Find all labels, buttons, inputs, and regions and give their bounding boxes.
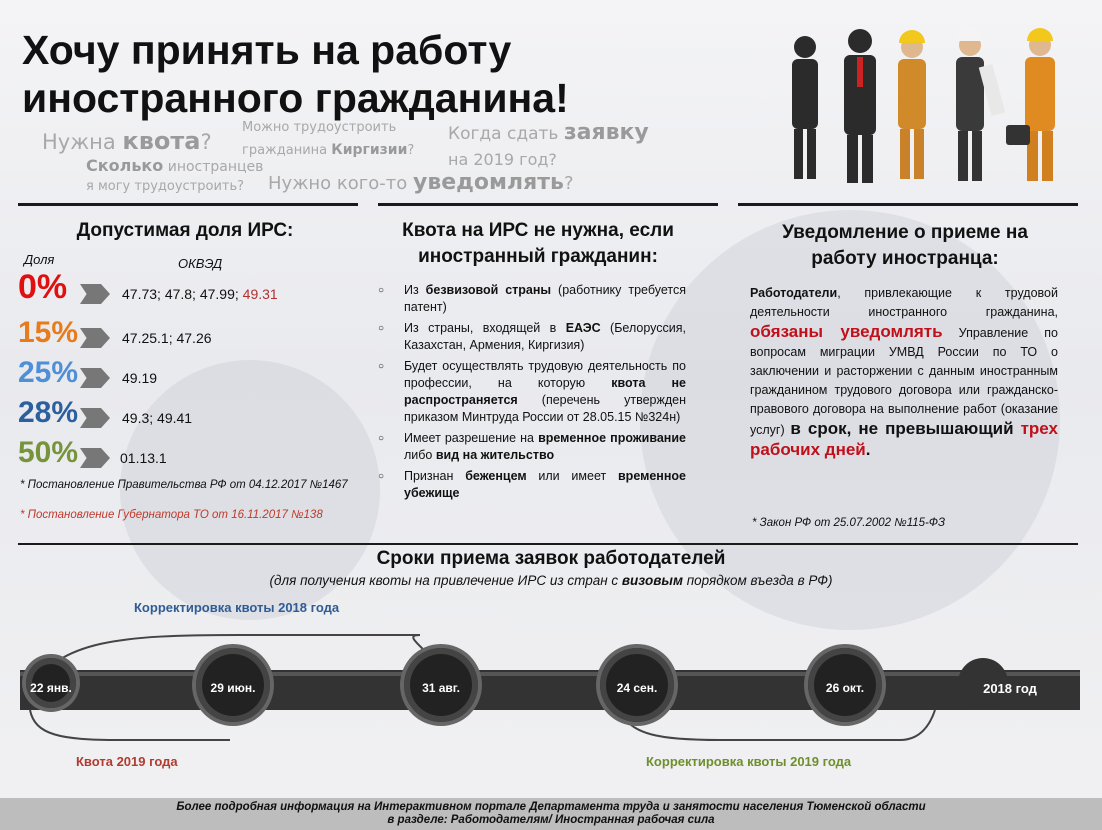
timeline-title: Сроки приема заявок работодателей [376, 548, 726, 569]
timeline-date: 2018 год [983, 681, 1037, 696]
title-line-1: Хочу принять на работу [22, 27, 512, 73]
no-quota-title: Квота на ИРС не нужна, если иностранный … [378, 218, 698, 270]
brace-bottom-left [29, 709, 230, 741]
list-item: Будет осуществлять трудовую деятельность… [378, 358, 686, 426]
header-divider-3 [738, 203, 1078, 206]
notification-title-line1: Уведомление о приеме на [782, 222, 1028, 243]
timeline-node [196, 648, 270, 722]
share-percent: 15% [18, 316, 79, 349]
workers-image [792, 28, 1055, 183]
notification-title: Уведомление о приеме на работу иностранц… [745, 220, 1065, 272]
arrow-right-icon [80, 284, 110, 304]
notification-title-line2: работу иностранца: [811, 248, 999, 269]
arrow-right-icon [80, 448, 110, 468]
share-percent: 25% [18, 356, 79, 389]
share-header: Доля [24, 252, 55, 267]
okved-codes: 49.3; 49.41 [122, 410, 193, 426]
timeline-subtitle: (для получения квоты на привлечение ИРС … [269, 573, 833, 588]
timeline-divider [18, 543, 1078, 545]
brace-bottom-left-label: Квота 2019 года [76, 754, 178, 769]
brace-bottom-right-label: Корректировка квоты 2019 года [646, 754, 852, 769]
timeline-date: 24 сен. [616, 681, 658, 695]
arrow-right-icon [80, 328, 110, 348]
cloud-q3b: гражданина Киргизии? [242, 142, 415, 158]
note-governor: * Постановление Губернатора ТО от 16.11.… [20, 509, 323, 521]
share-percent: 50% [18, 436, 79, 469]
timeline-node [958, 658, 1008, 708]
arrow-right-icon [80, 368, 110, 388]
list-item: Имеет разрешение на временное проживание… [378, 430, 686, 464]
share-percent: 28% [18, 396, 79, 429]
cloud-q4b: на 2019 год? [448, 150, 557, 169]
no-quota-title-line2: иностранный гражданин: [418, 246, 658, 267]
okved-codes: 49.19 [122, 370, 158, 386]
arrow-right-icon [80, 408, 110, 428]
no-quota-list: Из безвизовой страны (работнику требуетс… [378, 282, 686, 506]
globe-background [640, 210, 1060, 630]
timeline-date: 29 июн. [210, 681, 256, 695]
brace-top-label: Корректировка квоты 2018 года [134, 600, 340, 615]
list-item: Из безвизовой страны (работнику требуетс… [378, 282, 686, 316]
silhouette-background [120, 360, 380, 620]
footer-line-2: в разделе: Работодателям/ Иностранная ра… [387, 814, 715, 826]
timeline-graphic [20, 634, 1080, 741]
timeline-node [26, 658, 76, 708]
cloud-q3: Можно трудоустроить [242, 120, 397, 135]
footer-bar: Более подробная информация на Интерактив… [0, 798, 1102, 830]
list-item: Признан беженцем или имеет временное убе… [378, 468, 686, 502]
title-line-2: иностранного гражданина! [22, 75, 569, 121]
timeline-date: 26 окт. [825, 681, 865, 695]
cloud-q4: Когда сдать заявку [448, 120, 649, 145]
okved-codes: 47.25.1; 47.26 [122, 330, 212, 346]
footer-line-1: Более подробная информация на Интерактив… [176, 801, 926, 813]
law-note: * Закон РФ от 25.07.2002 №115-ФЗ [752, 517, 946, 529]
timeline-date: 22 янв. [30, 681, 72, 695]
no-quota-title-line1: Квота на ИРС не нужна, если [402, 220, 674, 241]
timeline-node [808, 648, 882, 722]
timeline-node [600, 648, 674, 722]
timeline-date: 31 авг. [422, 681, 460, 695]
cloud-q5: Нужно кого-то уведомлять? [268, 170, 574, 195]
okved-codes: 47.73; 47.8; 47.99; 49.31 [122, 286, 278, 302]
cloud-q1: Нужна квота? [42, 127, 212, 155]
share-percent: 0% [18, 268, 68, 306]
list-item: Из страны, входящей в ЕАЭС (Белоруссия, … [378, 320, 686, 354]
cloud-q2b: я могу трудоустроить? [86, 179, 245, 194]
notification-text: Работодатели, привлекающие к трудовой де… [750, 286, 1059, 459]
okved-header: ОКВЭД [178, 256, 223, 271]
header-divider-2 [378, 203, 718, 206]
page-title: Хочу принять на работу иностранного граж… [22, 26, 569, 122]
cloud-q2: Сколько иностранцев [86, 156, 264, 175]
brace-bottom-right [619, 709, 936, 741]
timeline-node [404, 648, 478, 722]
header-divider-1 [18, 203, 358, 206]
note-government: * Постановление Правительства РФ от 04.1… [20, 479, 348, 491]
quota-share-title: Допустимая доля ИРС: [76, 220, 294, 241]
okved-codes: 01.13.1 [120, 450, 167, 466]
